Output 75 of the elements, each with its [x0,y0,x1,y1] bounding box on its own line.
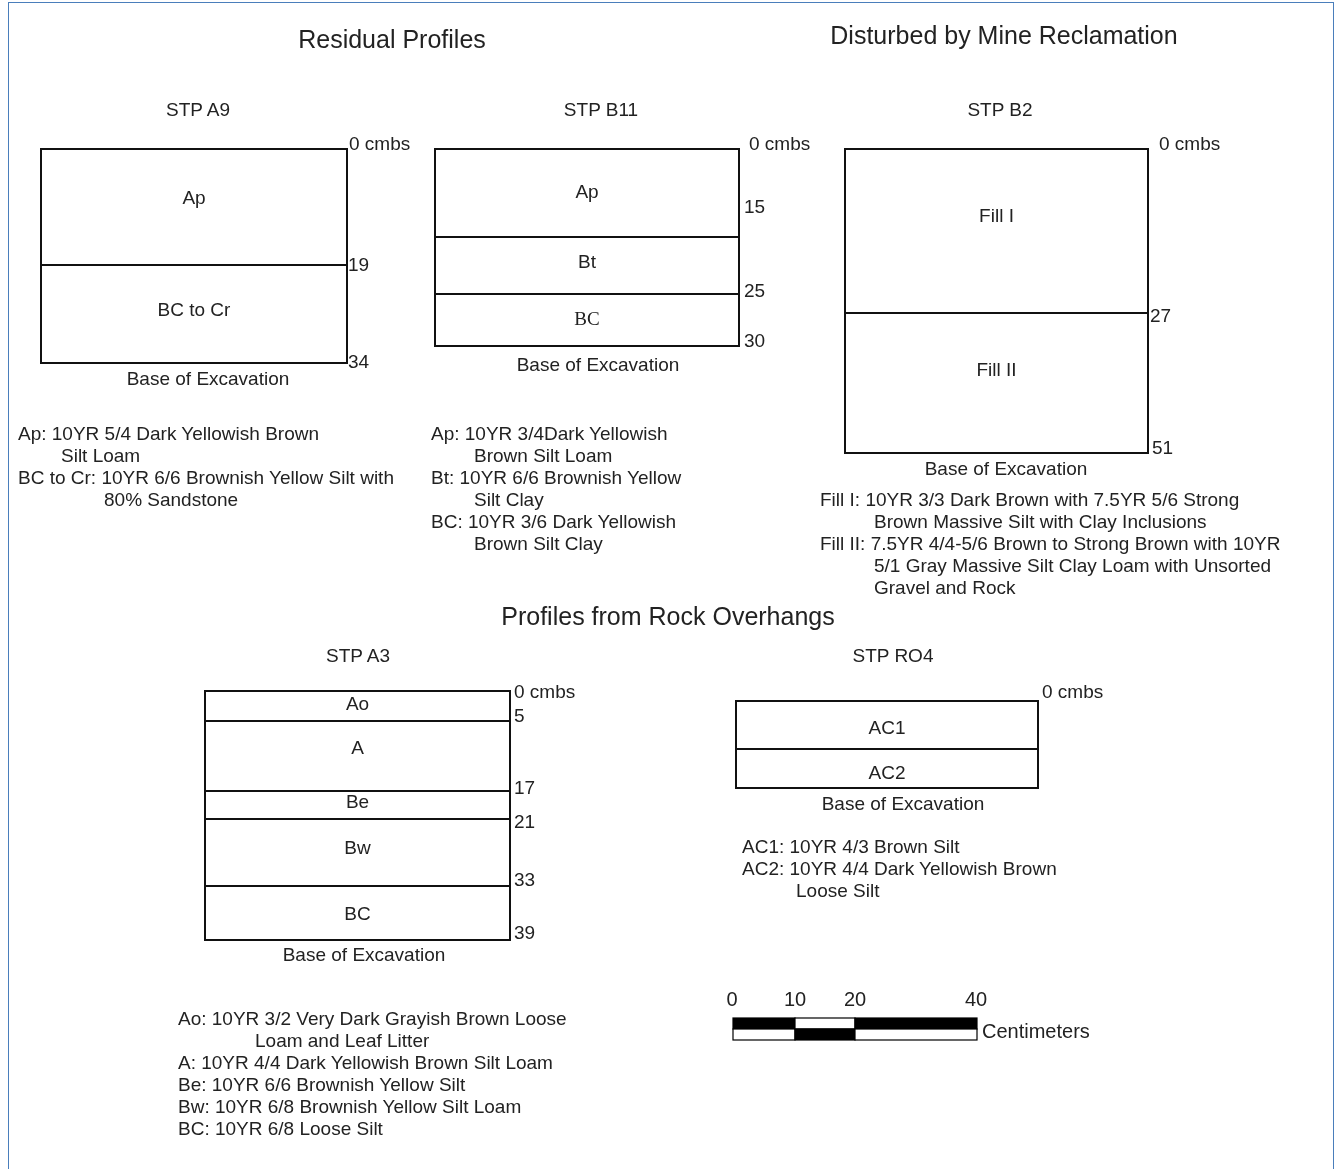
soil-horizon-box [735,748,1039,789]
horizon-description: Ao: 10YR 3/2 Very Dark Grayish Brown Loose Loam and Leaf Litter [178,1008,568,1052]
depth-label: 51 [1152,437,1174,459]
scale-unit: Centimeters [982,1020,1090,1042]
soil-horizon-box [40,264,348,364]
horizon-label: Be [344,792,371,812]
horizon-description: Fill II: 7.5YR 4/4-5/6 Brown to Strong Brown with 10YR 5/1 Gray Massive Silt Clay Loam with Unsorted Gravel and Rock [820,533,1282,599]
horizon-label: AC1 [867,718,907,738]
horizon-description: Bt: 10YR 6/6 Brownish Yellow Silt Clay [431,467,683,511]
horizon-label: BC [343,904,372,924]
depth-label: 0 cmbs [349,133,411,155]
depth-label: 5 [514,705,525,727]
soil-horizon-box [844,148,1149,314]
soil-horizon-box [434,148,740,238]
depth-label: 0 cmbs [1159,133,1221,155]
horizon-description: A: 10YR 4/4 Dark Yellowish Brown Silt Loam [178,1052,554,1074]
base-label: Base of Excavation [516,354,680,376]
scale-number: 10 [783,988,807,1010]
depth-label: 21 [514,811,536,833]
scale-number: 0 [726,988,738,1010]
scale-number: 20 [843,988,867,1010]
base-label: Base of Excavation [282,944,446,966]
horizon-description: Ap: 10YR 3/4Dark Yellowish Brown Silt Loam [431,423,669,467]
soil-horizon-box [204,885,511,941]
profile-title: STP RO4 [852,645,934,667]
depth-label: 0 cmbs [749,133,811,155]
horizon-description: Fill I: 10YR 3/3 Dark Brown with 7.5YR 5/6 Strong Brown Massive Silt with Clay Inclusions [820,489,1241,533]
horizon-label: Fill II [975,360,1018,380]
horizon-label: Fill I [978,206,1015,226]
soil-horizon-box [204,790,511,820]
depth-label: 25 [744,280,766,302]
horizon-description: AC2: 10YR 4/4 Dark Yellowish Brown Loose Silt [742,858,1058,902]
depth-label: 15 [744,196,766,218]
soil-horizon-box [204,690,511,722]
horizon-description: BC to Cr: 10YR 6/6 Brownish Yellow Silt with 80% Sandstone [18,467,395,511]
horizon-label: Bt [577,252,597,272]
horizon-description: Be: 10YR 6/6 Brownish Yellow Silt [178,1074,467,1096]
horizon-label: BC to Cr [156,300,232,320]
horizon-description: BC: 10YR 3/6 Dark Yellowish Brown Silt Clay [431,511,677,555]
profile-title: STP A3 [325,645,391,667]
soil-horizon-box [204,720,511,792]
depth-label: 34 [348,351,370,373]
base-label: Base of Excavation [126,368,290,390]
base-label: Base of Excavation [924,458,1088,480]
depth-label: 39 [514,922,536,944]
profile-title: STP B11 [563,99,639,121]
horizon-label: A [350,738,365,758]
depth-label: 0 cmbs [514,681,576,703]
soil-horizon-box [204,818,511,887]
section-heading: Residual Profiles [298,28,486,50]
soil-horizon-box [434,236,740,295]
depth-label: 30 [744,330,766,352]
depth-label: 19 [348,254,370,276]
horizon-description: AC1: 10YR 4/3 Brown Silt [742,836,961,858]
depth-label: 27 [1150,305,1172,327]
horizon-label: Ap [574,182,600,202]
base-label: Base of Excavation [821,793,985,815]
profile-title: STP B2 [967,99,1033,121]
scale-number: 40 [964,988,988,1010]
depth-label: 33 [514,869,536,891]
profile-title: STP A9 [165,99,231,121]
horizon-label: BC [573,309,601,329]
depth-label: 0 cmbs [1042,681,1104,703]
horizon-label: Ap [181,188,207,208]
horizon-label: AC2 [867,763,907,783]
horizon-label: Bw [343,838,372,858]
soil-horizon-box [434,293,740,347]
soil-horizon-box [844,312,1149,454]
soil-horizon-box [735,700,1039,750]
horizon-description: Bw: 10YR 6/8 Brownish Yellow Silt Loam [178,1096,523,1118]
depth-label: 17 [514,777,536,799]
soil-horizon-box [40,148,348,266]
horizon-label: Ao [344,694,371,714]
horizon-description: Ap: 10YR 5/4 Dark Yellowish Brown Silt Loam [18,423,320,467]
horizon-description: BC: 10YR 6/8 Loose Silt [178,1118,384,1140]
